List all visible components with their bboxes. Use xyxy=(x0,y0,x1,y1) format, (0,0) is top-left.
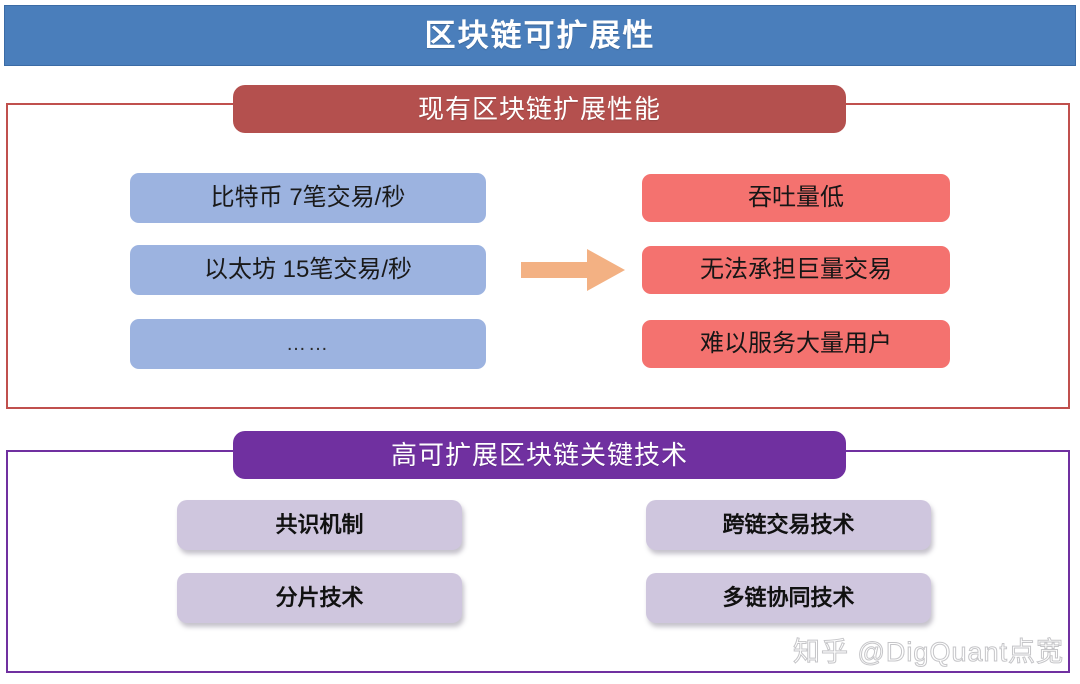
section-key-technologies-heading-label: 高可扩展区块链关键技术 xyxy=(390,440,688,470)
chip-cannot-handle-volume-label: 无法承担巨量交易 xyxy=(700,256,892,283)
chip-bitcoin-tps: 比特币 7笔交易/秒 xyxy=(130,173,486,223)
chip-more-ellipsis-label: …… xyxy=(286,333,330,355)
section-key-technologies xyxy=(6,450,1070,673)
chip-consensus-mechanism-label: 共识机制 xyxy=(275,512,364,537)
chip-ethereum-tps: 以太坊 15笔交易/秒 xyxy=(130,245,486,295)
chip-cannot-handle-volume: 无法承担巨量交易 xyxy=(642,246,950,294)
chip-low-throughput: 吞吐量低 xyxy=(642,174,950,222)
chip-multi-chain-collaboration-technology-label: 多链协同技术 xyxy=(722,585,855,610)
chip-bitcoin-tps-label: 比特币 7笔交易/秒 xyxy=(210,184,406,211)
section-current-performance-heading-label: 现有区块链扩展性能 xyxy=(417,94,661,124)
section-current-performance-heading: 现有区块链扩展性能 xyxy=(233,85,846,133)
arrow-right-icon xyxy=(519,246,629,294)
chip-more-ellipsis: …… xyxy=(130,319,486,369)
page-title: 区块链可扩展性 xyxy=(424,18,656,53)
chip-sharding-technology: 分片技术 xyxy=(177,573,462,623)
chip-hard-to-serve-users-label: 难以服务大量用户 xyxy=(700,330,892,357)
chip-low-throughput-label: 吞吐量低 xyxy=(748,184,844,211)
section-key-technologies-heading: 高可扩展区块链关键技术 xyxy=(233,431,846,479)
chip-cross-chain-transaction-technology: 跨链交易技术 xyxy=(646,500,931,550)
chip-hard-to-serve-users: 难以服务大量用户 xyxy=(642,320,950,368)
chip-multi-chain-collaboration-technology: 多链协同技术 xyxy=(646,573,931,623)
slide-title-banner: 区块链可扩展性 xyxy=(4,5,1076,66)
chip-cross-chain-transaction-technology-label: 跨链交易技术 xyxy=(722,512,855,537)
chip-sharding-technology-label: 分片技术 xyxy=(275,585,364,610)
chip-consensus-mechanism: 共识机制 xyxy=(177,500,462,550)
chip-ethereum-tps-label: 以太坊 15笔交易/秒 xyxy=(203,256,413,283)
